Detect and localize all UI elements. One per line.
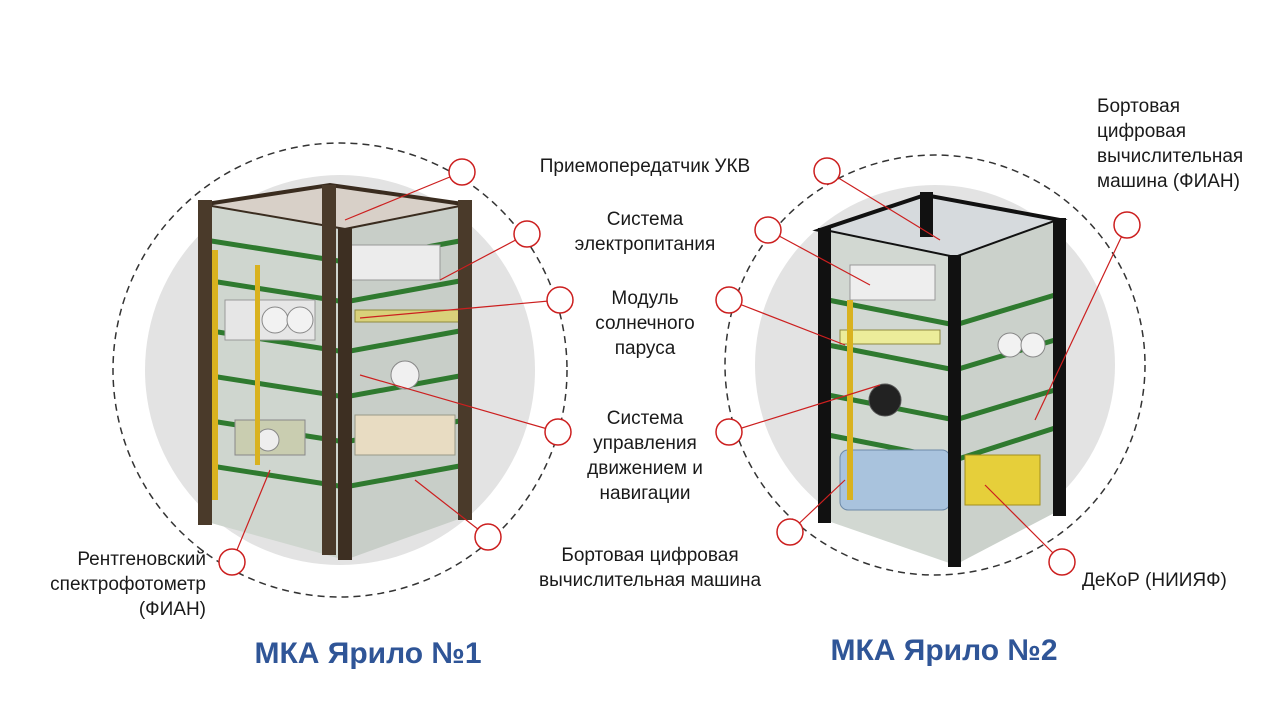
marker-obc-1 xyxy=(475,524,501,550)
marker-uhf-1 xyxy=(449,159,475,185)
label-uhf-transceiver: Приемопередатчик УКВ xyxy=(505,154,785,179)
title-sat2: МКА Ярило №2 xyxy=(744,634,1144,668)
marker-uhf-2 xyxy=(814,158,840,184)
marker-sail-1 xyxy=(547,287,573,313)
marker-power-2 xyxy=(755,217,781,243)
marker-sail-2 xyxy=(716,287,742,313)
label-xray-spectrophotometer: Рентгеновский спектрофотометр (ФИАН) xyxy=(0,547,206,622)
marker-obc-2 xyxy=(777,519,803,545)
marker-dekor-2 xyxy=(1049,549,1075,575)
marker-xray-1 xyxy=(219,549,245,575)
label-solar-sail-module: Модуль солнечного паруса xyxy=(575,286,715,361)
marker-obc-fian-2 xyxy=(1114,212,1140,238)
marker-power-1 xyxy=(514,221,540,247)
label-onboard-computer-fian: Бортовая цифровая вычислительная машина … xyxy=(1097,94,1277,194)
label-onboard-computer: Бортовая цифровая вычислительная машина xyxy=(505,543,795,593)
label-power-system: Система электропитания xyxy=(545,207,745,257)
title-sat1: МКА Ярило №1 xyxy=(168,637,568,671)
sat1-cubesat xyxy=(198,185,472,560)
sat2-cubesat xyxy=(818,192,1066,567)
label-adcs: Система управления движением и навигации xyxy=(565,406,725,506)
label-dekor: ДеКоР (НИИЯФ) xyxy=(1082,568,1272,593)
